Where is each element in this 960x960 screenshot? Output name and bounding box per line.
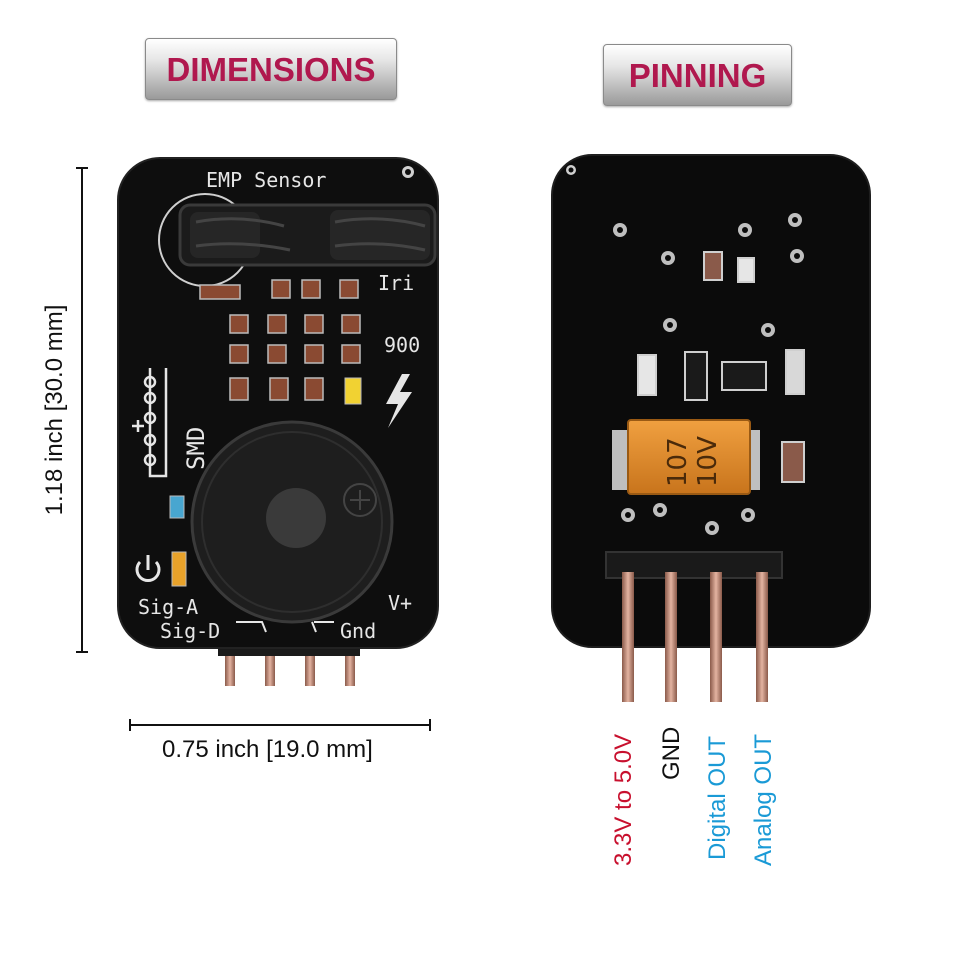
sig-d-silk: Sig-D	[160, 619, 220, 643]
back-board: 107 10V	[551, 154, 871, 702]
pin-label-vcc: 3.3V to 5.0V	[610, 733, 637, 866]
height-dimension-line	[76, 167, 88, 653]
dimensions-header: DIMENSIONS	[145, 38, 397, 100]
crown-logo	[132, 368, 168, 478]
width-dimension-line	[129, 719, 431, 731]
sig-a-silk: Sig-A	[138, 595, 198, 619]
pinning-header: PINNING	[603, 44, 792, 106]
pin-label-digital-out: Digital OUT	[704, 735, 731, 860]
back-header-pins	[622, 572, 768, 702]
power-icon	[135, 555, 161, 582]
capacitor-value: 107	[663, 437, 693, 487]
pin-label-analog-out: Analog OUT	[750, 733, 777, 866]
lightning-icon	[386, 374, 412, 428]
smd-logo-text: SMD	[182, 427, 210, 470]
front-board: EMP Sensor Iri 900	[117, 157, 439, 686]
front-partial-text: Iri	[378, 271, 414, 295]
v-plus-silk: V+	[388, 591, 412, 615]
front-partial-number: 900	[384, 333, 420, 357]
gnd-silk: Gnd	[340, 619, 376, 643]
tantalum-capacitor	[627, 419, 751, 495]
front-title-silk: EMP Sensor	[206, 168, 326, 192]
back-header	[605, 551, 783, 579]
pin-label-gnd: GND	[658, 726, 685, 780]
height-dimension-label: 1.18 inch [30.0 mm]	[41, 304, 68, 516]
capacitor-voltage: 10V	[693, 436, 723, 487]
width-dimension-label: 0.75 inch [19.0 mm]	[162, 736, 373, 763]
